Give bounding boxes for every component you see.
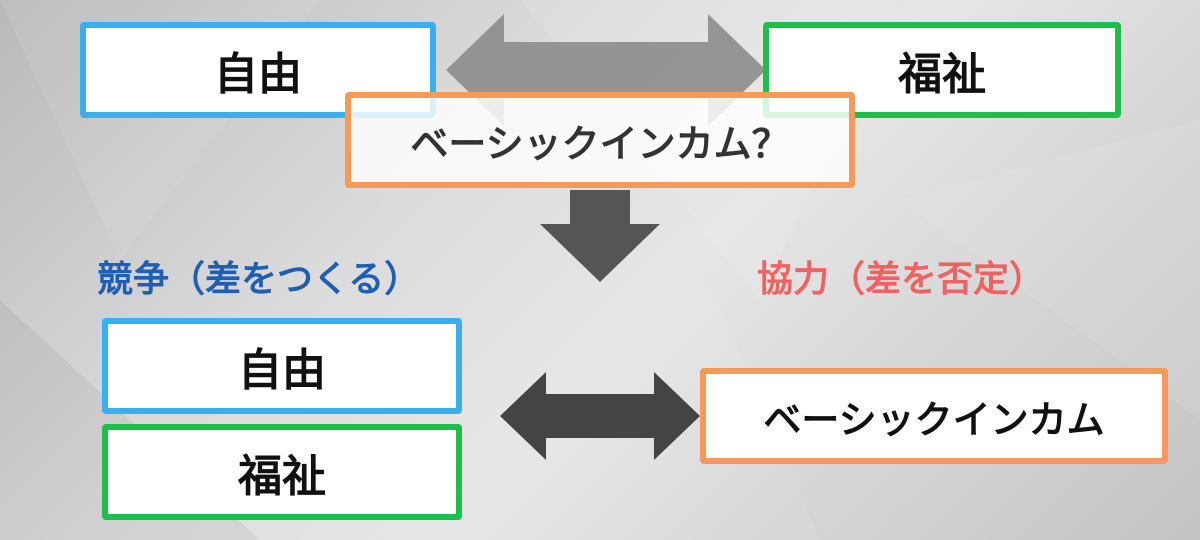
top-welfare-box: 福祉 xyxy=(763,22,1121,118)
basic-income-question-label: ベーシックインカム？ xyxy=(410,121,790,166)
competition-heading: 競争（差をつくる） xyxy=(97,259,421,300)
top-welfare-label: 福祉 xyxy=(898,49,986,100)
down-arrow-icon xyxy=(540,190,660,282)
top-freedom-label: 自由 xyxy=(214,49,302,100)
cooperation-heading: 協力（差を否定） xyxy=(757,259,1046,300)
competition-welfare-label: 福祉 xyxy=(238,451,326,502)
competition-freedom-label: 自由 xyxy=(238,345,326,396)
double-arrow-icon xyxy=(500,372,700,460)
basic-income-label: ベーシックインカム xyxy=(763,397,1105,442)
basic-income-question-box: ベーシックインカム？ xyxy=(345,92,855,188)
competition-welfare-box: 福祉 xyxy=(102,424,462,520)
basic-income-box: ベーシックインカム xyxy=(700,368,1168,464)
competition-freedom-box: 自由 xyxy=(102,318,462,414)
